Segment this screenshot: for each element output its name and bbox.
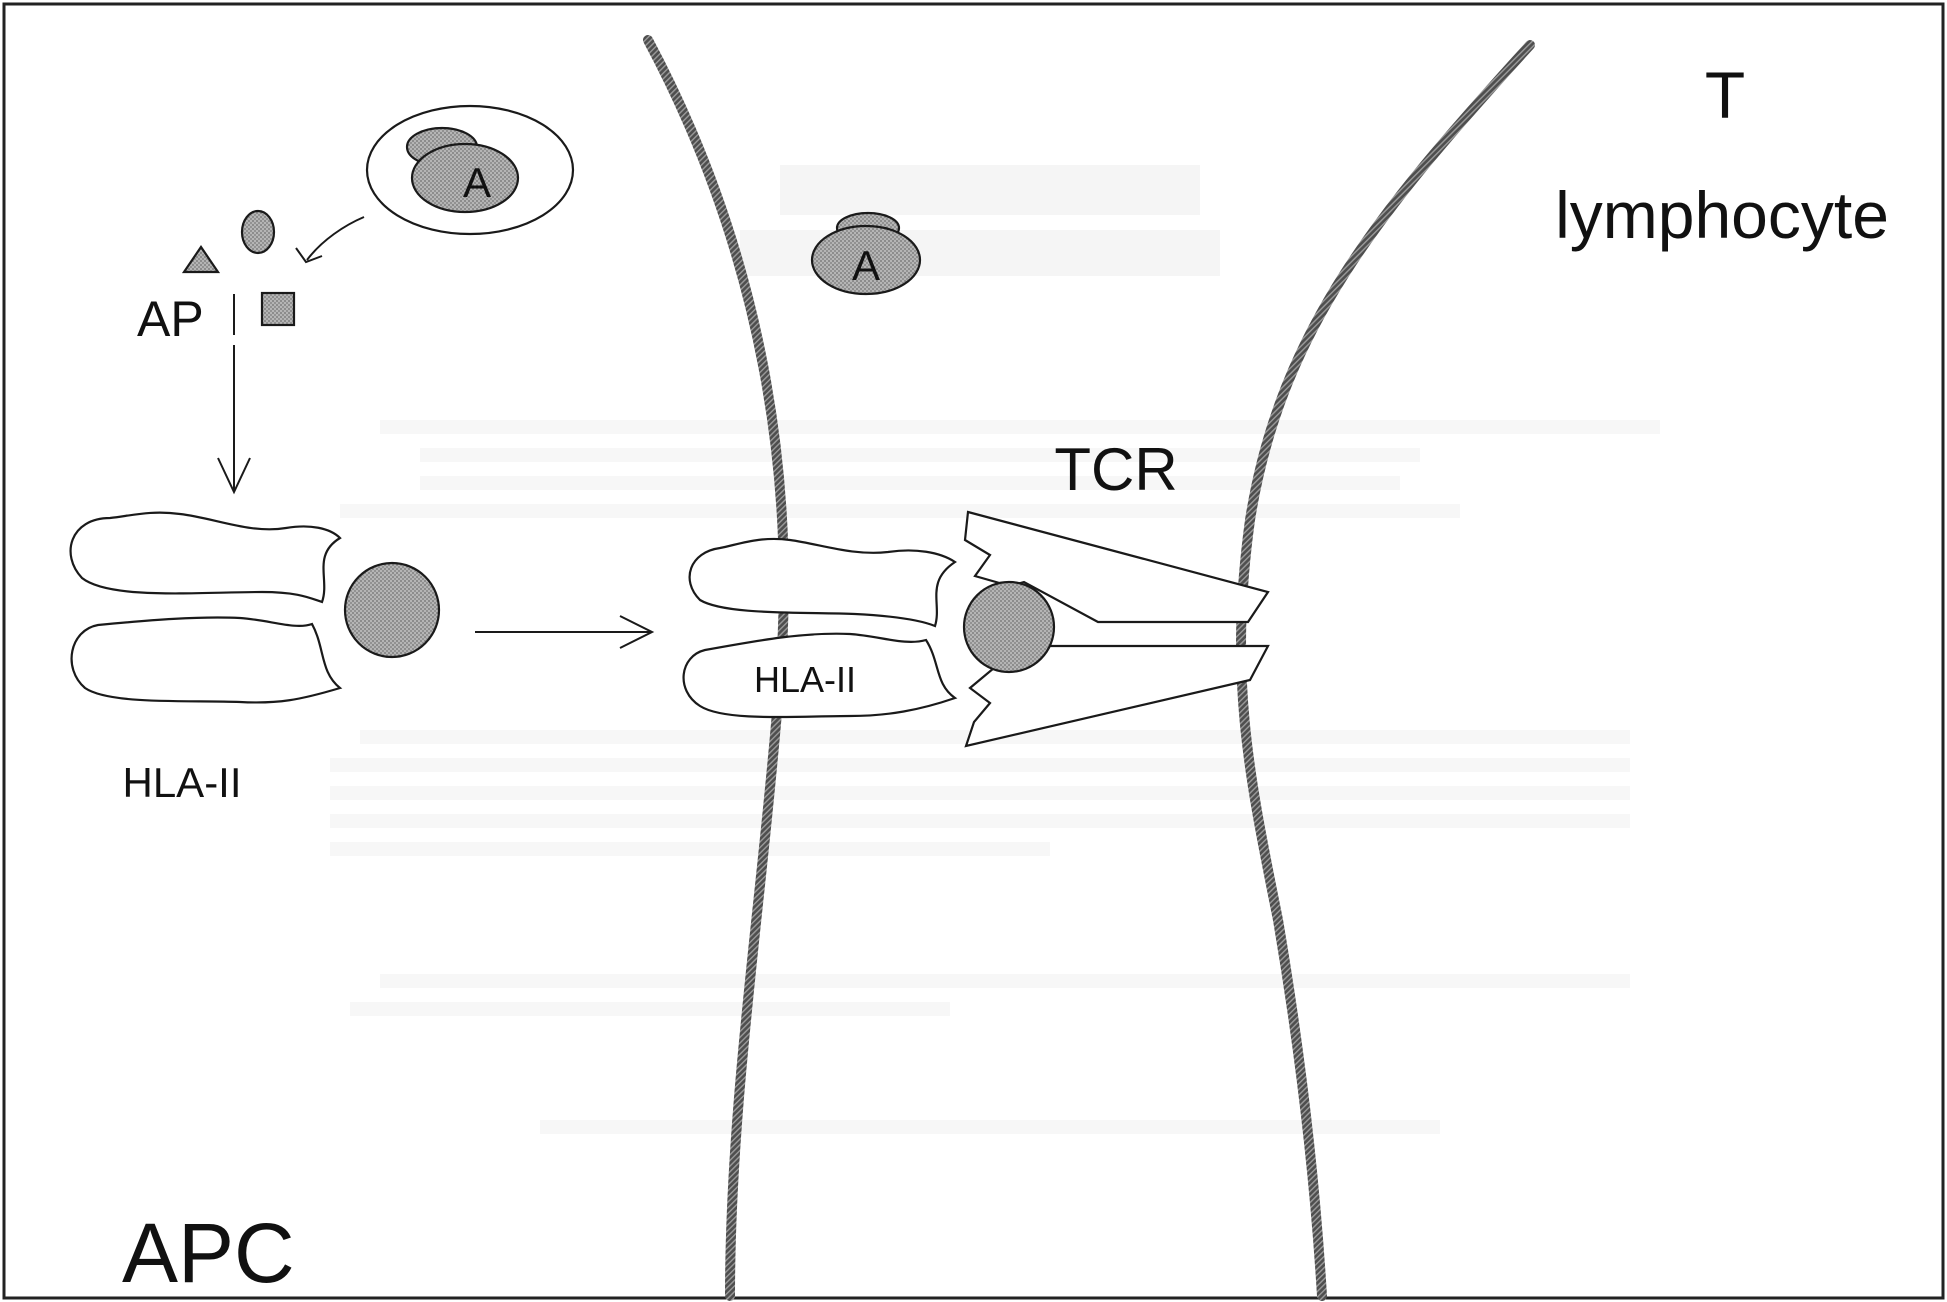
t-cell-membrane xyxy=(1236,40,1535,1301)
t-cell-receptor: TCR xyxy=(962,436,1270,748)
loading-arrow xyxy=(217,345,251,495)
degradation-arrow xyxy=(306,216,365,261)
tcr-label: TCR xyxy=(1054,436,1177,503)
svg-text:A: A xyxy=(852,242,880,289)
ap-label: AP xyxy=(137,291,204,347)
hla-ii-molecule-right: HLA-II xyxy=(682,537,958,719)
apc-label: APC xyxy=(122,1206,295,1300)
peptide-oval xyxy=(240,209,276,255)
free-antigen: A xyxy=(810,211,922,296)
svg-text:A: A xyxy=(463,159,491,206)
free-antigen-body xyxy=(810,224,922,296)
antigenic-peptides: AP xyxy=(137,209,296,347)
antigen-body xyxy=(410,142,520,214)
hla-ii-label-right: HLA-II xyxy=(754,659,856,700)
hla-ii-molecule-left: HLA-II xyxy=(69,511,441,806)
hla-ii-label-left: HLA-II xyxy=(122,759,241,806)
peptide-square xyxy=(260,291,296,327)
bound-peptide-left xyxy=(343,561,441,659)
peptide-triangle xyxy=(181,245,221,274)
bound-peptide-right xyxy=(962,580,1056,674)
t-lymphocyte-label-line1: T xyxy=(1705,58,1745,132)
presentation-arrow xyxy=(475,615,655,649)
t-lymphocyte-label-line2: lymphocyte xyxy=(1555,178,1889,252)
endosome-with-antigen: A xyxy=(365,104,575,236)
